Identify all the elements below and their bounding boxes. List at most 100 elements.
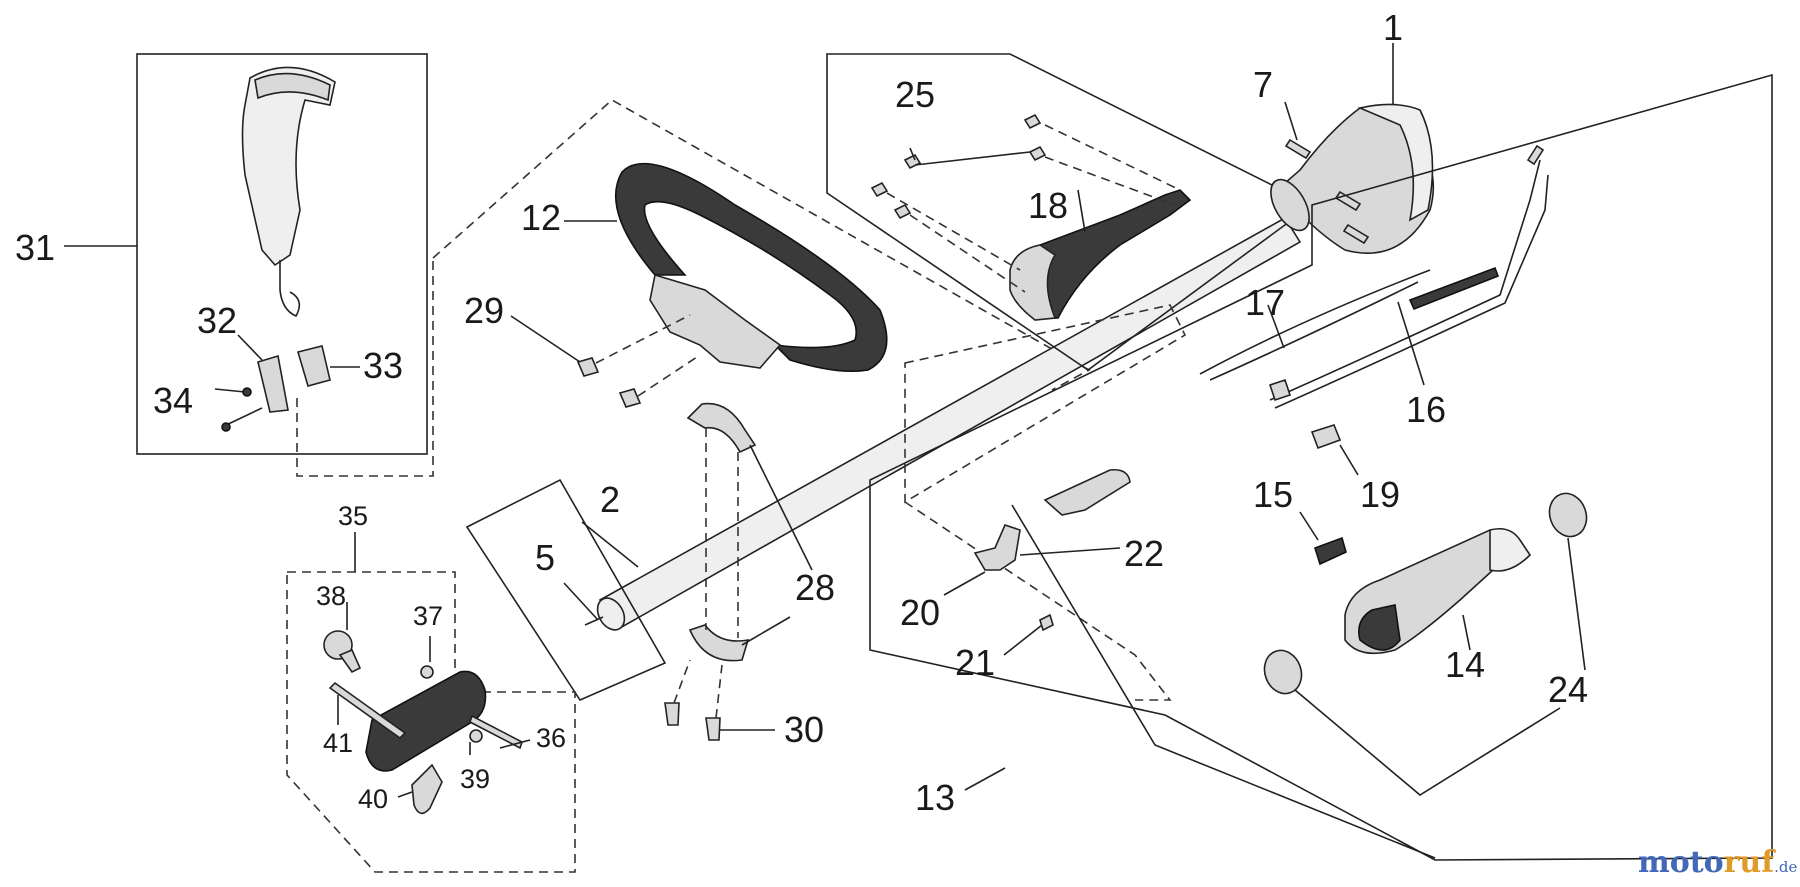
main-assembly-outline <box>869 73 1773 861</box>
button-spring <box>338 648 362 674</box>
callout-35: 35 <box>338 501 368 531</box>
bolt-30b <box>705 717 721 741</box>
watermark-part-b: ruf <box>1724 845 1777 880</box>
callout-39: 39 <box>460 764 490 794</box>
cable-group <box>1199 144 1549 409</box>
stop-wires <box>1269 159 1541 401</box>
strap-hook <box>279 260 301 318</box>
washer-39 <box>469 729 483 743</box>
callout-14: 14 <box>1445 644 1485 685</box>
nut-29a <box>576 357 600 377</box>
watermark-part-a: moto <box>1638 845 1724 880</box>
strap-screw <box>242 387 252 397</box>
screw-25b <box>1028 145 1047 162</box>
callout-1: 1 <box>1383 7 1403 48</box>
watermark-logo: motoruf.de <box>1638 845 1798 880</box>
clamp-upper <box>686 402 757 454</box>
trigger-group <box>943 424 1359 656</box>
main-inner-bracket <box>1011 504 1436 859</box>
callout-15: 15 <box>1253 474 1293 515</box>
callout-20: 20 <box>900 592 940 633</box>
plate-15 <box>1314 536 1347 566</box>
callout-36: 36 <box>536 723 566 753</box>
wire-connector <box>1268 378 1292 402</box>
throttle-cable-2 <box>1209 281 1419 381</box>
screw-25a <box>1023 113 1042 130</box>
bolt-30a <box>664 702 680 726</box>
hose-clamp-lower <box>1263 649 1303 695</box>
lever-40 <box>411 763 443 815</box>
nut-37 <box>420 665 434 679</box>
callout-33: 33 <box>363 345 403 386</box>
housing-collar <box>1270 178 1310 232</box>
clutch-housing <box>1275 107 1435 254</box>
callout-22: 22 <box>1124 533 1164 574</box>
callout-17: 17 <box>1245 282 1285 323</box>
trigger-20 <box>973 524 1021 571</box>
callout-18: 18 <box>1028 185 1068 226</box>
engine-handle <box>1017 189 1192 319</box>
grip-kit-box <box>286 571 576 873</box>
callout-24: 24 <box>1548 669 1588 710</box>
callout-34: 34 <box>153 380 193 421</box>
push-button <box>323 630 353 660</box>
handle-body <box>365 670 487 772</box>
clip-21 <box>1039 613 1054 632</box>
callout-28: 28 <box>795 567 835 608</box>
engine-handle-cover <box>1009 244 1057 321</box>
engine-box-group <box>826 43 1435 371</box>
callout-29: 29 <box>464 290 504 331</box>
screw-25d <box>870 181 889 198</box>
callout-12: 12 <box>521 197 561 238</box>
rear-handle-group <box>1263 492 1588 796</box>
screw-41 <box>328 681 407 740</box>
callout-5: 5 <box>535 537 555 578</box>
screw-25e <box>893 203 912 220</box>
throttle-dashed-outline <box>904 304 1187 504</box>
strap-buckle <box>257 354 289 413</box>
strap-screw-2 <box>221 422 231 432</box>
callout-32: 32 <box>197 300 237 341</box>
loop-handle-grip <box>615 162 888 373</box>
shaft-group <box>465 216 1302 702</box>
bolt-7a <box>1284 138 1312 160</box>
callout-38: 38 <box>316 581 346 611</box>
screw-25c <box>903 153 922 170</box>
callout-2: 2 <box>600 479 620 520</box>
wire-terminal <box>1526 144 1545 166</box>
shaft-end <box>596 597 626 631</box>
callout-40: 40 <box>358 784 388 814</box>
callout-37: 37 <box>413 601 443 631</box>
watermark-suffix: .de <box>1774 858 1797 876</box>
callout-25: 25 <box>895 74 935 115</box>
lever-22 <box>1043 468 1131 516</box>
clamp-group <box>664 402 813 741</box>
hose-clamp-upper <box>1548 492 1588 538</box>
strap-dashed-link <box>296 258 434 477</box>
throttle-cable <box>1199 269 1431 375</box>
shaft-box <box>465 478 667 702</box>
nut-29b <box>618 388 642 408</box>
switch-19 <box>1310 424 1342 450</box>
loop-handle-bracket <box>649 273 782 369</box>
strap-kit-group <box>64 53 428 455</box>
cable-spring <box>1408 266 1500 311</box>
svg-text:motoruf.de: motoruf.de <box>1638 845 1798 880</box>
callout-21: 21 <box>955 642 995 683</box>
callout-41: 41 <box>323 728 353 758</box>
rear-handle-cap <box>1489 527 1532 572</box>
stop-wires-2 <box>1274 174 1549 409</box>
callout-7: 7 <box>1253 64 1273 105</box>
bolt-7c <box>1342 223 1370 245</box>
engine-box-outline <box>826 53 1314 371</box>
strap-clip <box>296 345 331 387</box>
strap-kit-box <box>136 53 428 455</box>
housing-flare <box>1357 103 1434 222</box>
shoulder-strap <box>241 66 336 267</box>
loop-handle-group <box>510 162 888 408</box>
callout-31: 31 <box>15 227 55 268</box>
handle-dashed-outline <box>432 99 1091 391</box>
strap-pad <box>254 72 331 102</box>
callout-13: 13 <box>915 777 955 818</box>
